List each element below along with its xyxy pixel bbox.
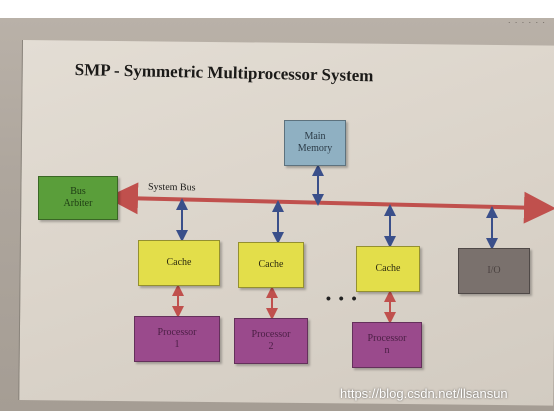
cache-box-1: Cache bbox=[138, 240, 220, 286]
bus-arbiter-box: Bus Arbiter bbox=[38, 176, 118, 220]
cache-box-n: Cache bbox=[356, 246, 420, 292]
cache-1-label: Cache bbox=[166, 257, 192, 268]
ellipsis: • • • bbox=[326, 290, 359, 306]
io-box: I/O bbox=[458, 248, 530, 294]
processor-1-label: Processor 1 bbox=[157, 327, 197, 350]
processor-2-label: Processor 2 bbox=[251, 329, 291, 352]
system-bus-line bbox=[106, 182, 554, 224]
watermark: https://blog.csdn.net/llsansun bbox=[340, 386, 508, 401]
processor-box-n: Processor n bbox=[352, 322, 422, 368]
processor-box-2: Processor 2 bbox=[234, 318, 308, 364]
corner-text: · · · · · · bbox=[507, 18, 546, 27]
bus-arbiter-label: Bus Arbiter bbox=[63, 186, 93, 209]
main-memory-label: Main Memory bbox=[297, 131, 333, 154]
cache-2-label: Cache bbox=[258, 259, 284, 270]
processor-box-1: Processor 1 bbox=[134, 316, 220, 362]
cache-3-label: Cache bbox=[375, 263, 401, 274]
system-bus-label: System Bus bbox=[147, 181, 196, 194]
cache-box-2: Cache bbox=[238, 242, 304, 288]
processor-n-label: Processor n bbox=[367, 333, 407, 356]
main-memory-box: Main Memory bbox=[284, 120, 346, 166]
io-label: I/O bbox=[487, 265, 501, 276]
